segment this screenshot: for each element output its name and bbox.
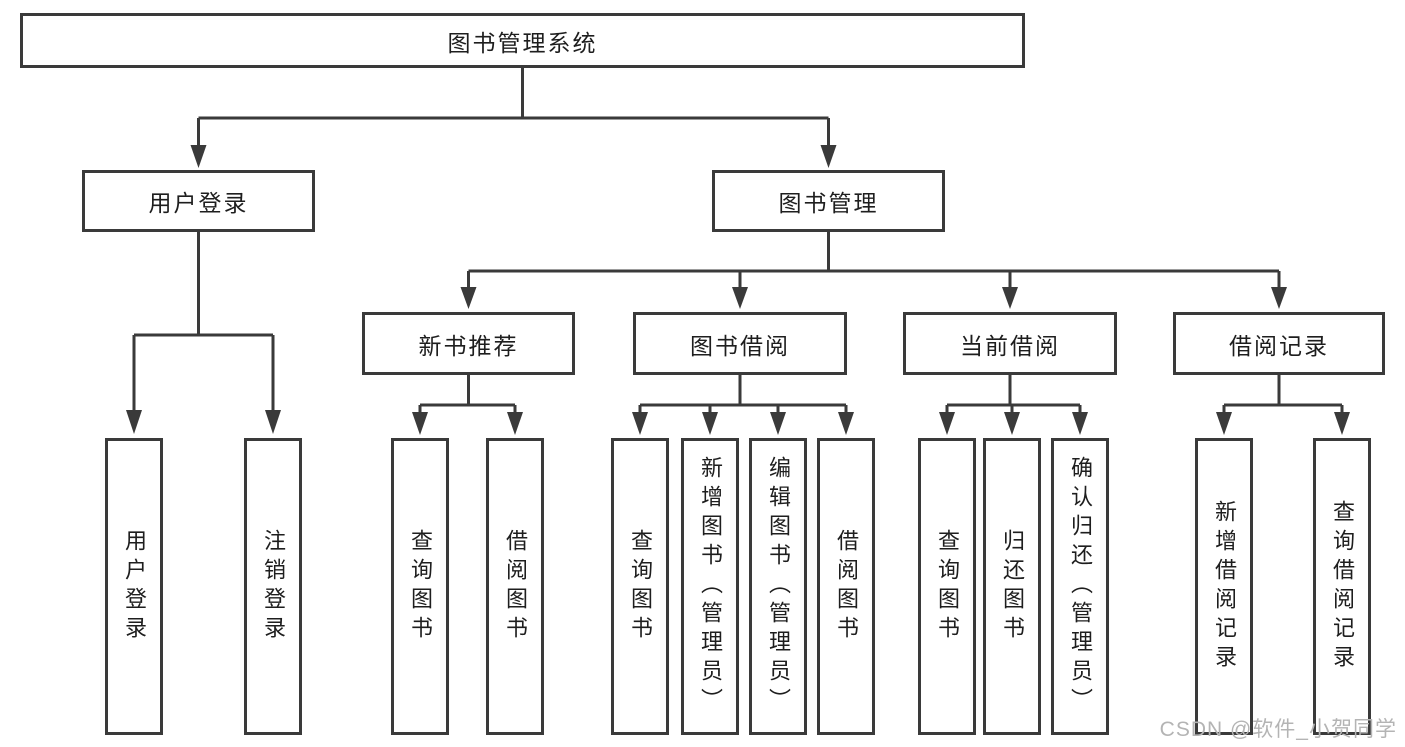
leaf-logout: 注销登录 [244,438,302,735]
leaf-query-books-current: 查询图书 [918,438,976,735]
leaf-query-books-borrow-label: 查询图书 [628,528,653,645]
node-user-login: 用户登录 [82,170,315,232]
node-book-borrow: 图书借阅 [633,312,847,375]
leaf-query-borrow-record-label: 查询借阅记录 [1330,499,1355,674]
leaf-edit-books-admin: 编辑图书（管理员） [749,438,807,735]
leaf-borrow-books-recommend: 借阅图书 [486,438,544,735]
node-book-management-label: 图书管理 [778,190,879,216]
node-user-login-label: 用户登录 [148,190,249,216]
node-borrow-records-label: 借阅记录 [1229,332,1329,359]
node-root-system-label: 图书管理系统 [447,29,598,56]
leaf-query-books-current-label: 查询图书 [935,528,960,645]
node-borrow-records: 借阅记录 [1173,312,1385,375]
node-new-book-recommend: 新书推荐 [362,312,575,375]
leaf-edit-books-admin-label: 编辑图书（管理员） [766,456,791,717]
node-book-borrow-label: 图书借阅 [690,332,790,359]
leaf-borrow-books-label: 借阅图书 [834,528,859,645]
leaf-add-books-admin-label: 新增图书（管理员） [698,456,723,717]
node-current-borrow: 当前借阅 [903,312,1117,375]
leaf-borrow-books: 借阅图书 [817,438,875,735]
leaf-return-books-label: 归还图书 [1000,528,1025,645]
connector-book-borrow-branch [632,375,854,435]
leaf-query-books-recommend-label: 查询图书 [408,528,433,645]
connector-user-login-branch [126,232,281,434]
connector-book-management-branch [460,232,1287,309]
leaf-query-books-recommend: 查询图书 [391,438,449,735]
leaf-add-borrow-record-label: 新增借阅记录 [1212,499,1237,674]
csdn-watermark: CSDN @软件_小贺同学 [1159,718,1397,741]
connector-new-book-branch [412,375,523,435]
connector-borrow-records-branch [1216,375,1350,435]
node-root-system: 图书管理系统 [20,13,1025,68]
leaf-add-books-admin: 新增图书（管理员） [681,438,739,735]
node-book-management: 图书管理 [712,170,945,232]
leaf-confirm-return-admin: 确认归还（管理员） [1051,438,1109,735]
leaf-query-books-borrow: 查询图书 [611,438,669,735]
leaf-add-borrow-record: 新增借阅记录 [1195,438,1253,735]
leaf-confirm-return-admin-label: 确认归还（管理员） [1068,456,1093,717]
leaf-query-borrow-record: 查询借阅记录 [1313,438,1371,735]
leaf-return-books: 归还图书 [983,438,1041,735]
leaf-user-login-label: 用户登录 [122,528,147,645]
connector-root-to-level2 [190,68,837,168]
node-current-borrow-label: 当前借阅 [960,332,1060,359]
connector-current-borrow-branch [939,375,1088,435]
leaf-logout-label: 注销登录 [261,528,286,645]
leaf-user-login: 用户登录 [105,438,163,735]
leaf-borrow-books-recommend-label: 借阅图书 [503,528,528,645]
node-new-book-recommend-label: 新书推荐 [418,332,519,359]
